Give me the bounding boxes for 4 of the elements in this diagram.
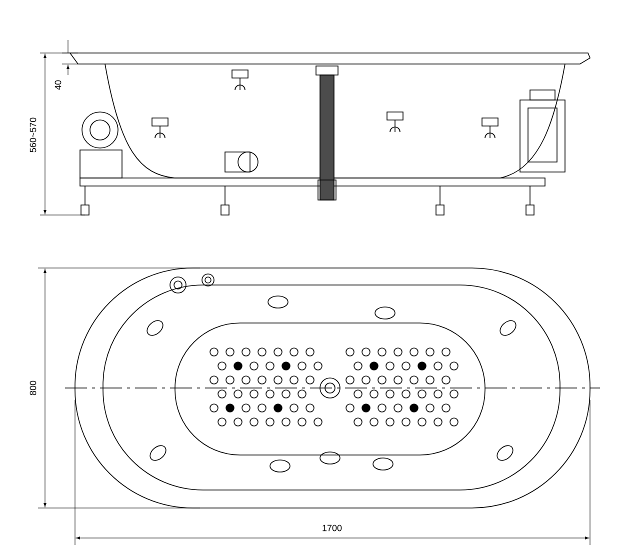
dimension-label: 40 xyxy=(54,80,62,90)
dimension-label: 560~570 xyxy=(30,118,36,152)
dimension-label: 1700 xyxy=(322,524,342,532)
dimension-label: 800 xyxy=(30,380,36,396)
